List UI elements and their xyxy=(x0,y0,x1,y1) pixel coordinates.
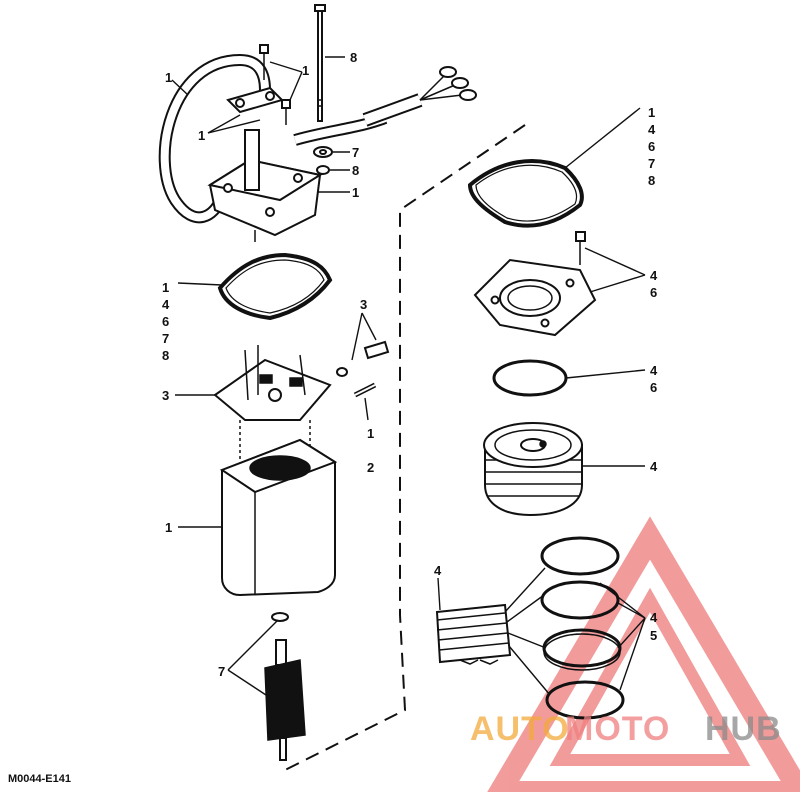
svg-text:7: 7 xyxy=(648,156,655,171)
washer-8 xyxy=(316,165,330,175)
ring-3 xyxy=(542,628,622,668)
label-pump-4: 4 xyxy=(650,459,658,474)
brush-plate xyxy=(213,345,332,470)
ring-1 xyxy=(540,536,620,576)
separator-dashed-line xyxy=(284,124,526,771)
drawing-code: M0044-E141 xyxy=(8,773,71,785)
gasket-right xyxy=(467,159,584,228)
label-bracket-6: 6 xyxy=(650,285,657,300)
watermark-triangle-outer xyxy=(487,516,800,792)
svg-text:6: 6 xyxy=(162,314,169,329)
label-brush-plate-3: 3 xyxy=(162,388,169,403)
label-gasket-right: 1 4 6 7 8 xyxy=(648,105,656,188)
o-ring xyxy=(492,359,568,397)
svg-text:6: 6 xyxy=(648,139,655,154)
svg-text:1: 1 xyxy=(648,105,655,120)
rod-part xyxy=(314,4,326,122)
label-rings-4: 4 xyxy=(650,610,658,625)
ring-set xyxy=(540,536,625,720)
armature xyxy=(264,612,306,761)
label-housing-1: 1 xyxy=(165,520,172,535)
label-pins-3: 3 xyxy=(360,297,367,312)
watermark-text-auto: AUTO xyxy=(470,710,570,748)
label-washer-7: 7 xyxy=(352,145,359,160)
hose-fill xyxy=(160,56,241,222)
ring-4 xyxy=(545,680,625,720)
leader-lines xyxy=(171,56,646,696)
watermark-triangle-inner xyxy=(549,587,751,766)
label-bracket-4: 4 xyxy=(650,268,658,283)
bracket-plate xyxy=(473,231,597,337)
ring-2 xyxy=(540,580,620,620)
gasket-left xyxy=(217,252,333,321)
label-cap-1: 1 xyxy=(352,185,359,200)
svg-text:4: 4 xyxy=(648,122,656,137)
screw-icon xyxy=(575,231,586,242)
plate-stack xyxy=(435,603,512,665)
label-plates-4: 4 xyxy=(434,563,442,578)
screw-icon xyxy=(281,99,291,109)
label-screws-1: 1 xyxy=(302,63,309,78)
label-clamp-1: 1 xyxy=(198,128,205,143)
label-armature-7: 7 xyxy=(218,664,225,679)
label-gasket-left: 1 4 6 7 8 xyxy=(162,280,170,363)
label-spring-1: 1 xyxy=(367,426,374,441)
svg-text:1: 1 xyxy=(162,280,169,295)
label-oring-6: 6 xyxy=(650,380,657,395)
motor-housing xyxy=(219,438,338,597)
label-spring-2: 2 xyxy=(367,460,374,475)
svg-text:7: 7 xyxy=(162,331,169,346)
pump-body xyxy=(483,422,583,517)
svg-text:4: 4 xyxy=(162,297,170,312)
label-washer-8: 8 xyxy=(352,163,359,178)
label-rod-8: 8 xyxy=(350,50,357,65)
label-hose-1: 1 xyxy=(165,70,172,85)
end-cap xyxy=(207,129,323,242)
pins xyxy=(336,340,390,398)
watermark-text-moto: MOTO xyxy=(565,710,670,748)
wire-harness xyxy=(293,66,477,146)
watermark-text-hub: HUB xyxy=(705,710,782,748)
clamp-plate xyxy=(226,44,291,125)
svg-text:8: 8 xyxy=(648,173,655,188)
watermark-logo xyxy=(487,516,800,792)
svg-text:8: 8 xyxy=(162,348,169,363)
watermark-text: AUTO MOTO HUB xyxy=(470,710,782,748)
screw-icon xyxy=(259,44,269,54)
label-oring-4: 4 xyxy=(650,363,658,378)
label-rings-5: 5 xyxy=(650,628,657,643)
